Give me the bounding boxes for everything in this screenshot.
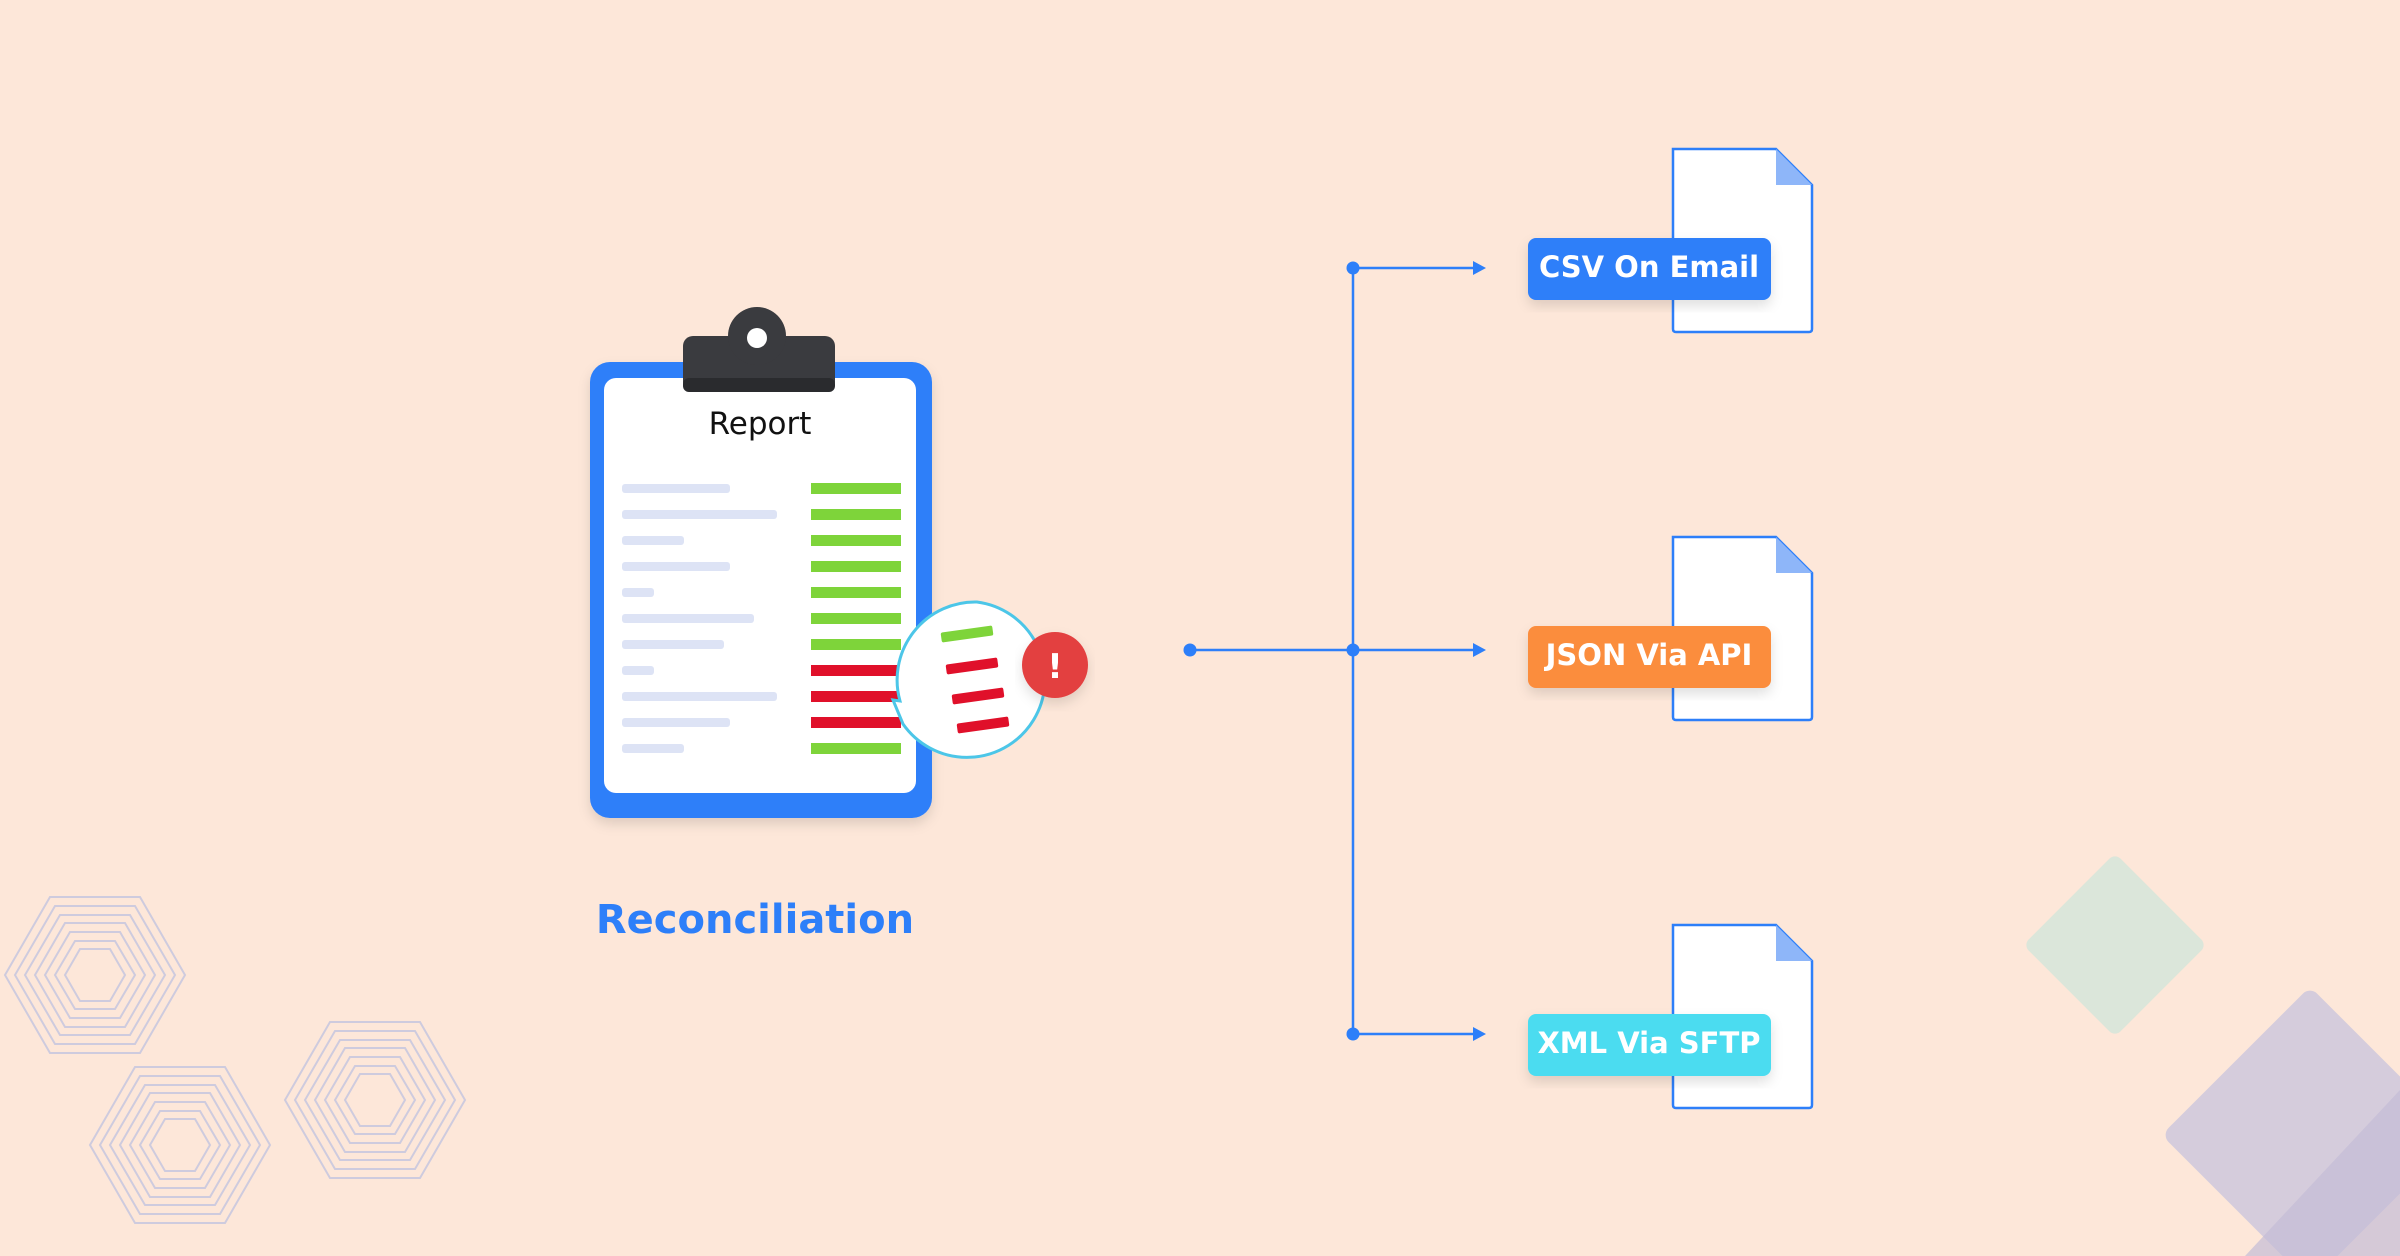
json-tag — [1528, 626, 1771, 688]
json-tag-label: JSON Via API — [1544, 638, 1753, 672]
csv-tag — [1528, 238, 1771, 300]
xml-tag-label: XML Via SFTP — [1537, 1026, 1760, 1060]
csv-tag-label: CSV On Email — [1539, 250, 1759, 284]
xml-tag — [1528, 1014, 1771, 1076]
report-text-lines — [622, 484, 777, 753]
decorative-diamonds — [2026, 856, 2400, 1256]
clipboard-clip — [683, 307, 835, 392]
svg-text:!: ! — [1047, 647, 1063, 687]
output-xml: XML Via SFTP — [1528, 923, 1814, 1110]
report-title: Report — [709, 406, 812, 442]
report-status-bars — [811, 483, 901, 754]
connector-nodes — [1183, 261, 1486, 1041]
reconciliation-label: Reconciliation — [596, 897, 914, 943]
alert-icon: ! — [1022, 632, 1088, 698]
decorative-wave-pattern — [3, 896, 467, 1224]
output-csv: CSV On Email — [1528, 147, 1814, 334]
output-json: JSON Via API — [1528, 535, 1814, 722]
report-clipboard: Report — [590, 307, 1088, 818]
distribution-connectors — [1190, 266, 1480, 1036]
